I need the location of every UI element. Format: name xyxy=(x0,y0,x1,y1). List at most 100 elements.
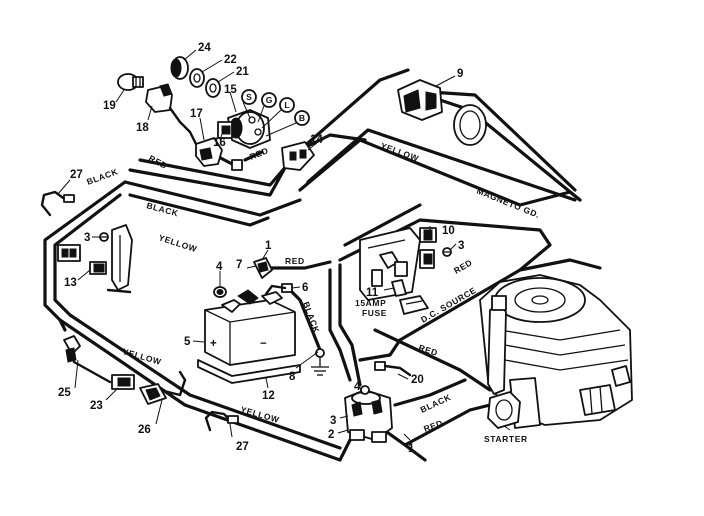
wire-harness xyxy=(43,68,602,462)
bracket-13 xyxy=(106,224,133,294)
part-number-21: 21 xyxy=(236,66,249,78)
part-number-7: 7 xyxy=(236,259,242,271)
engine xyxy=(479,274,633,429)
part-number-27-upper: 27 xyxy=(70,169,83,181)
part-number-3-relay: 3 xyxy=(458,240,464,252)
battery-tray-12 xyxy=(197,359,301,384)
part-number-19: 19 xyxy=(103,100,116,112)
washer-21 xyxy=(205,78,221,98)
wire-label-black-left: BLACK xyxy=(85,166,119,187)
part-number-3-left: 3 xyxy=(84,232,90,244)
harness-wire xyxy=(128,193,270,227)
harness-wire xyxy=(368,403,492,447)
part-number-17: 17 xyxy=(190,108,203,120)
part-number-12: 12 xyxy=(262,390,275,402)
harness-wire xyxy=(53,193,192,397)
part-number-14: 14 xyxy=(310,134,323,146)
wire-label-black-battery: BLACK xyxy=(301,300,322,334)
relay-10 xyxy=(419,227,437,269)
connector-block-14 xyxy=(281,141,315,171)
socket-18 xyxy=(145,83,198,146)
lead-wire-27-upper xyxy=(40,190,75,217)
harness-wire xyxy=(306,128,577,202)
harness-wire xyxy=(298,138,582,207)
terminal-s-label: S xyxy=(246,92,252,102)
part-number-20: 20 xyxy=(411,374,424,386)
wire-label-red-battery: RED xyxy=(285,256,305,266)
part-number-8: 8 xyxy=(289,371,296,383)
starter-motor xyxy=(487,391,521,429)
part-number-27-lower: 27 xyxy=(236,441,249,453)
battery-5: + − xyxy=(204,284,296,366)
starter-label: STARTER xyxy=(484,434,528,444)
harness-wire xyxy=(298,133,367,152)
part-number-22: 22 xyxy=(224,54,237,66)
harness-wire xyxy=(338,263,362,387)
connector-26 xyxy=(139,383,167,405)
bulb-19 xyxy=(117,73,144,91)
connector-13 xyxy=(57,244,107,275)
harness-wire xyxy=(328,268,352,382)
part-numbers: 24 22 21 15 19 18 17 16 14 9 27 3 13 1 7… xyxy=(58,42,464,455)
part-number-1-top: 1 xyxy=(265,240,272,252)
harness-wire xyxy=(188,393,342,450)
module-9 xyxy=(397,79,443,121)
connector-17 xyxy=(195,137,223,167)
wire-label-red-fuse: RED xyxy=(452,257,474,276)
screw-3-relay xyxy=(442,247,452,257)
terminal-g-label: G xyxy=(266,95,273,105)
harness-wire xyxy=(343,203,422,247)
part-number-18: 18 xyxy=(136,122,149,134)
terminal-bottom-17 xyxy=(231,159,243,171)
part-number-2: 2 xyxy=(328,429,334,441)
harness-wire xyxy=(288,288,322,352)
part-number-16: 16 xyxy=(213,137,226,149)
plug-20 xyxy=(374,361,412,377)
ground-symbol xyxy=(311,348,329,376)
harness-wire xyxy=(403,443,427,462)
terminal-markers: S G L B xyxy=(241,89,310,137)
part-number-11: 11 xyxy=(366,287,379,299)
part-number-10: 10 xyxy=(442,225,455,237)
part-number-26: 26 xyxy=(138,424,151,436)
harness-wire xyxy=(58,318,67,332)
harness-wire xyxy=(358,338,402,362)
part-number-9: 9 xyxy=(457,68,463,80)
harness-wire xyxy=(263,260,332,270)
harness-wire xyxy=(518,258,602,272)
nut-4-battery xyxy=(213,286,227,298)
leader-lines xyxy=(57,49,511,441)
lamp-plug-25 xyxy=(63,335,112,384)
regulator-module xyxy=(359,227,421,301)
wire-label-dc-source: D.C. SOURCE xyxy=(419,285,478,325)
part-number-15: 15 xyxy=(224,84,237,96)
harness-wire xyxy=(373,328,492,392)
wire-label-yellow-mid: YELLOW xyxy=(157,232,198,254)
connector-23 xyxy=(111,374,135,390)
harness-wire xyxy=(138,68,410,187)
harness-wire xyxy=(43,180,187,407)
terminal-s-marker xyxy=(241,89,257,105)
screw-3-left xyxy=(99,232,109,242)
terminal-g-marker xyxy=(261,92,277,108)
washer-22 xyxy=(189,68,205,88)
wire-label-yellow-low2: YELLOW xyxy=(239,404,281,425)
part-number-24: 24 xyxy=(198,42,211,54)
part-number-4-solenoid: 4 xyxy=(354,381,361,393)
terminal-l-label: L xyxy=(284,100,289,110)
terminal-b-label: B xyxy=(299,113,305,123)
plug-16 xyxy=(217,121,233,139)
part-number-6: 6 xyxy=(302,282,308,294)
lead-wire-27-lower xyxy=(204,410,239,432)
terminal-b-marker xyxy=(294,110,310,126)
part-number-13: 13 xyxy=(64,277,77,289)
battery-plus-label: + xyxy=(210,338,217,350)
fuse-rating-label: 15AMP xyxy=(355,298,386,308)
terminal-7 xyxy=(253,257,273,279)
part-number-23: 23 xyxy=(90,400,103,412)
battery-minus-label: − xyxy=(260,338,267,350)
fuse-word-label: FUSE xyxy=(362,308,387,318)
nut-24 xyxy=(170,56,189,80)
part-number-4-battery: 4 xyxy=(216,261,223,273)
